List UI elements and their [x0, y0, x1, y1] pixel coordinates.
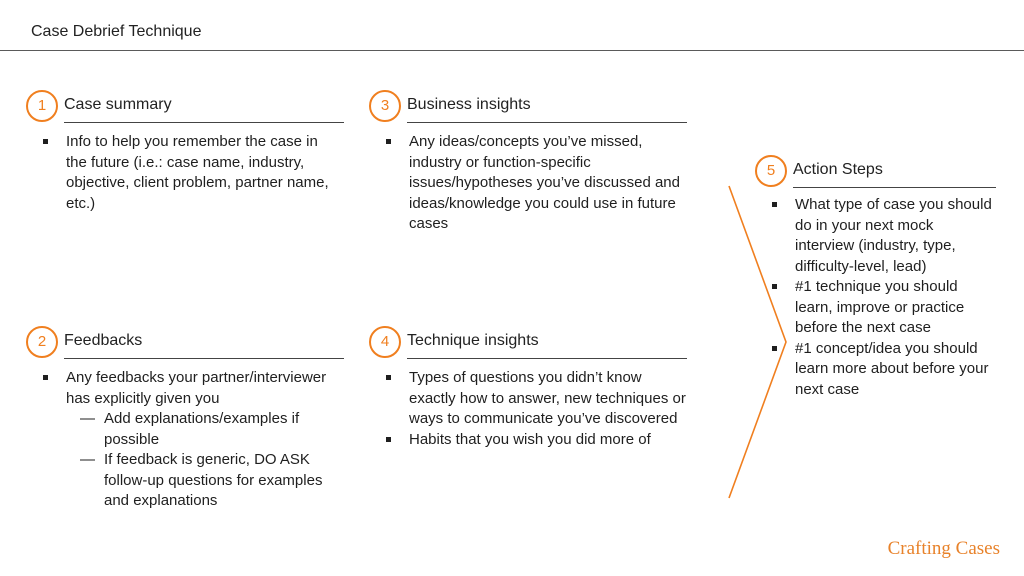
step-number-3: 3	[369, 90, 401, 122]
section-title: Technique insights	[407, 332, 539, 349]
title-divider	[0, 50, 1024, 51]
step-number-2: 2	[26, 326, 58, 358]
section-case-summary: 1 Case summary Info to help you remember…	[26, 90, 346, 212]
bullet-item: #1 concept/idea you should learn more ab…	[755, 339, 995, 401]
sub-bullet-item: If feedback is generic, DO ASK follow-up…	[66, 450, 341, 512]
section-underline	[407, 358, 687, 359]
section-feedbacks: 2 Feedbacks Any feedbacks your partner/i…	[26, 326, 346, 509]
section-underline	[793, 187, 996, 188]
section-title: Case summary	[64, 96, 172, 113]
bullet-list: What type of case you should do in your …	[755, 195, 995, 400]
section-underline	[64, 122, 344, 123]
section-title: Action Steps	[793, 161, 883, 178]
section-title: Business insights	[407, 96, 531, 113]
section-action-steps: 5 Action Steps What type of case you sho…	[755, 155, 1005, 398]
section-business-insights: 3 Business insights Any ideas/concepts y…	[369, 90, 689, 232]
section-underline	[407, 122, 687, 123]
section-technique-insights: 4 Technique insights Types of questions …	[369, 326, 689, 448]
bullet-item: Habits that you wish you did more of	[369, 430, 689, 451]
sub-bullet-list: Add explanations/examples if possible If…	[66, 409, 341, 512]
section-underline	[64, 358, 344, 359]
sub-bullet-item: Add explanations/examples if possible	[66, 409, 341, 450]
bullet-list: Any ideas/concepts you’ve missed, indust…	[369, 132, 689, 235]
bullet-item: What type of case you should do in your …	[755, 195, 995, 277]
bullet-item: #1 technique you should learn, improve o…	[755, 277, 995, 339]
bullet-list: Info to help you remember the case in th…	[26, 132, 336, 214]
step-number-5: 5	[755, 155, 787, 187]
page-title: Case Debrief Technique	[31, 23, 202, 40]
bullet-list: Types of questions you didn’t know exact…	[369, 368, 689, 450]
bullet-item: Any feedbacks your partner/interviewer h…	[26, 368, 341, 512]
bullet-list: Any feedbacks your partner/interviewer h…	[26, 368, 341, 512]
step-number-1: 1	[26, 90, 58, 122]
brand-logo: Crafting Cases	[887, 538, 1000, 559]
bullet-item: Any ideas/concepts you’ve missed, indust…	[369, 132, 689, 235]
section-title: Feedbacks	[64, 332, 143, 349]
bullet-item: Info to help you remember the case in th…	[26, 132, 336, 214]
step-number-4: 4	[369, 326, 401, 358]
bullet-item: Types of questions you didn’t know exact…	[369, 368, 689, 430]
bullet-text: Any feedbacks your partner/interviewer h…	[66, 369, 327, 407]
